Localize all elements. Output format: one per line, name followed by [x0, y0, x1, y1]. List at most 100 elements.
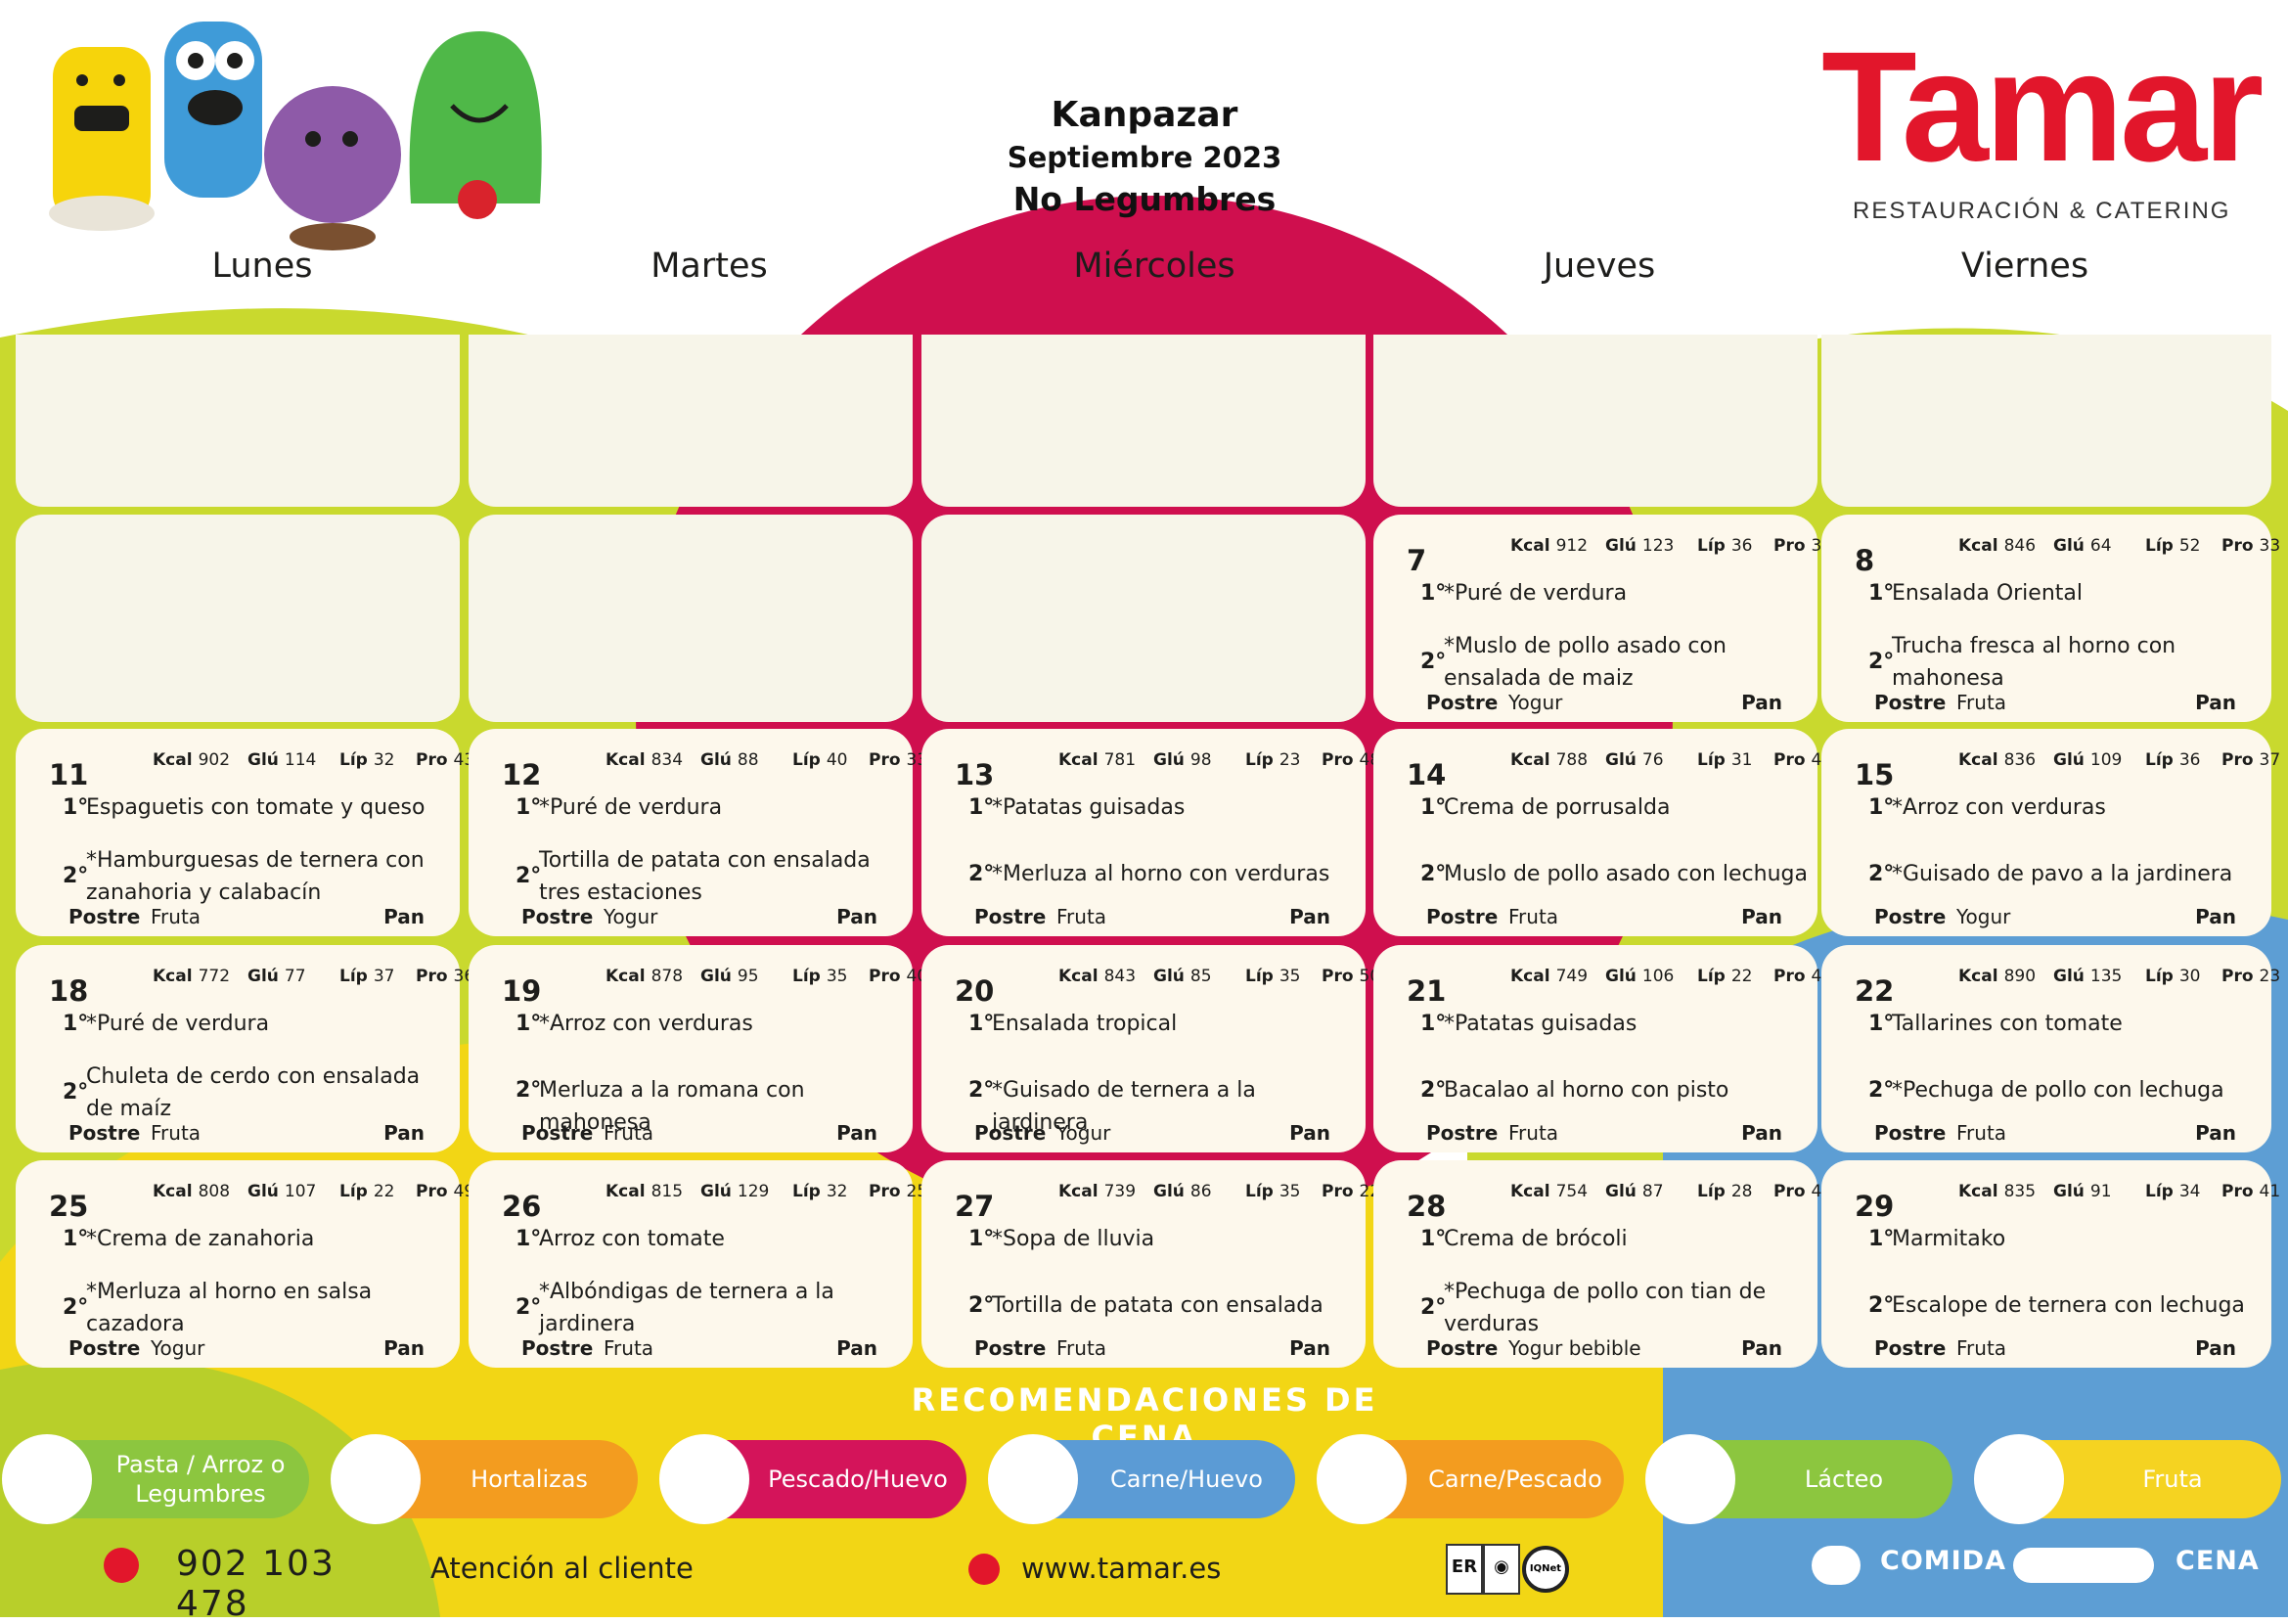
second-course: 2°*Muslo de pollo asado con ensalada de …: [1420, 630, 1810, 695]
postre-value: Yogur: [1508, 691, 1563, 714]
day-number: 25: [49, 1190, 89, 1223]
second-course-name: Bacalao al horno con pisto: [1444, 1078, 1729, 1103]
postre-label: Postre: [1426, 905, 1499, 928]
second-course-name: Merluza a la romana con mahonesa: [539, 1078, 805, 1135]
day-number: 29: [1855, 1190, 1895, 1223]
pan-label: Pan: [383, 1121, 425, 1145]
second-course-marker: 2°: [1420, 1078, 1447, 1103]
first-course-marker: 1°: [516, 795, 542, 820]
second-course-marker: 2°: [63, 1295, 89, 1320]
second-course-marker: 2°: [1420, 862, 1447, 886]
pan-label: Pan: [1289, 1121, 1330, 1145]
nutrition-info: Kcal788Glú76Líp31Pro43: [1510, 750, 1832, 780]
first-course-name: *Arroz con verduras: [1892, 795, 2106, 820]
day-number: 12: [502, 758, 542, 791]
certification-iqnet-icon: IQNet: [1522, 1546, 1569, 1593]
first-course: 1°*Sopa de lluvia: [968, 1223, 1358, 1255]
pan-label: Pan: [836, 905, 877, 928]
recommendation-pill: Lácteo: [1645, 1434, 1952, 1524]
day-number: 26: [502, 1190, 542, 1223]
day-cell[interactable]: 14Kcal788Glú76Líp31Pro431°Crema de porru…: [1373, 729, 1832, 936]
weekday-miercoles: Miércoles: [1073, 247, 1235, 286]
postre-value: Yogur bebible: [1508, 1336, 1641, 1360]
website-link[interactable]: www.tamar.es: [968, 1552, 1262, 1604]
second-course-name: Muslo de pollo asado con lechuga: [1444, 862, 1808, 886]
second-course: 2°*Hamburguesas de ternera con zanahoria…: [63, 844, 452, 909]
first-course-name: Espaguetis con tomate y queso: [86, 795, 426, 820]
second-course-name: Chuleta de cerdo con ensalada de maíz: [86, 1064, 421, 1121]
pan-label: Pan: [2195, 1121, 2236, 1145]
first-course: 1°*Puré de verdura: [1420, 577, 1810, 609]
postre-label: Postre: [521, 1336, 594, 1360]
postre-label: Postre: [974, 1336, 1047, 1360]
pan-label: Pan: [1741, 905, 1782, 928]
first-course: 1°Marmitako: [1868, 1223, 2264, 1255]
first-course: 1°*Arroz con verduras: [1868, 791, 2264, 824]
day-cell[interactable]: 28Kcal754Glú87Líp28Pro421°Crema de bróco…: [1373, 1160, 1832, 1368]
day-number: 21: [1407, 974, 1447, 1008]
recommendation-pill: Pescado/Huevo: [659, 1434, 966, 1524]
first-course: 1°*Puré de verdura: [516, 791, 905, 824]
recommendation-label: Carne/Huevo: [1110, 1466, 1263, 1493]
day-cell[interactable]: 7Kcal912Glú123Líp36Pro331°*Puré de verdu…: [1373, 515, 1832, 722]
postre-label: Postre: [974, 1121, 1047, 1145]
first-course-marker: 1°: [516, 1227, 542, 1251]
postre-value: Fruta: [1956, 1336, 2007, 1360]
postre-label: Postre: [1426, 1121, 1499, 1145]
first-course: 1°*Puré de verdura: [63, 1008, 452, 1040]
second-course: 2°Muslo de pollo asado con lechuga: [1420, 858, 1810, 890]
second-course-marker: 2°: [1868, 862, 1895, 886]
second-course: 2°Trucha fresca al horno con mahonesa: [1868, 630, 2264, 695]
customer-phone[interactable]: 902 103 478: [104, 1544, 417, 1624]
postre-label: Postre: [1426, 1336, 1499, 1360]
pan-label: Pan: [1289, 905, 1330, 928]
pan-label: Pan: [1741, 691, 1782, 714]
customer-service-label: Atención al cliente: [430, 1552, 694, 1585]
second-course: 2°*Pechuga de pollo con tian de verduras: [1420, 1276, 1810, 1340]
pan-label: Pan: [2195, 1336, 2236, 1360]
first-course-name: *Patatas guisadas: [1444, 1012, 1637, 1036]
dairy-icon: [1974, 1434, 2064, 1524]
day-cell[interactable]: 21Kcal749Glú106Líp22Pro421°*Patatas guis…: [1373, 945, 1832, 1152]
first-course: 1°Tallarines con tomate: [1868, 1008, 2264, 1040]
first-course-marker: 1°: [63, 1012, 89, 1036]
first-course-name: *Puré de verdura: [539, 795, 723, 820]
first-course-marker: 1°: [63, 1227, 89, 1251]
second-course: 2°*Guisado de ternera a la jardinera: [968, 1074, 1358, 1139]
postre-label: Postre: [974, 905, 1047, 928]
logo-subtitle: RESTAURACIÓN & CATERING: [1853, 198, 2231, 224]
vegetables-icon: [2, 1434, 92, 1524]
first-course-name: Marmitako: [1892, 1227, 2006, 1251]
